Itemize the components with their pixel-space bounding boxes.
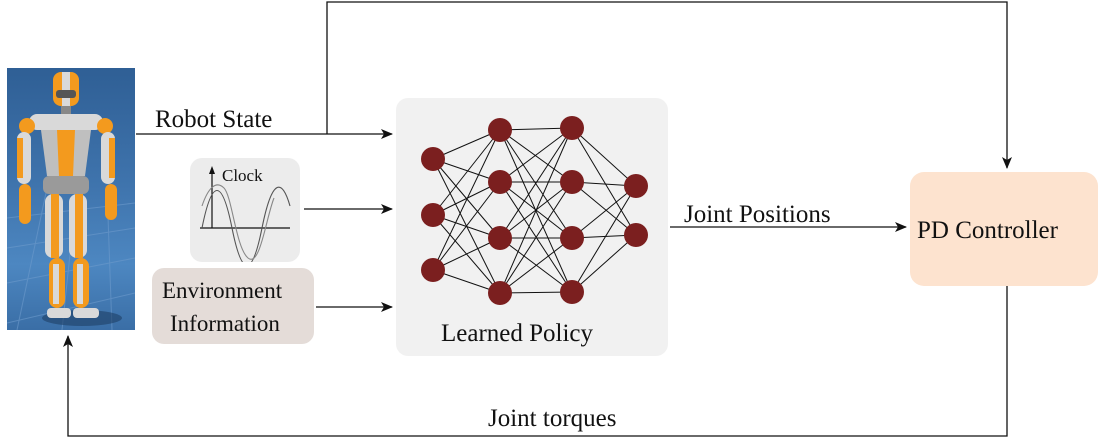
network-edge [432, 129, 501, 216]
pd-controller-label: PD Controller [917, 217, 1058, 244]
network-neuron [488, 281, 512, 305]
network-neuron [624, 223, 648, 247]
network-edge [499, 237, 573, 294]
network-neuron [560, 170, 584, 194]
network-edge [499, 127, 573, 131]
network-neuron [560, 280, 584, 304]
network-edge [499, 129, 573, 239]
clock-box [190, 158, 300, 262]
network-neuron [421, 258, 445, 282]
neural-network [421, 116, 648, 305]
network-neuron [421, 147, 445, 171]
network-edge [499, 127, 573, 294]
network-edge [499, 127, 573, 239]
network-edge [432, 181, 501, 216]
network-edge [571, 185, 637, 293]
robot-illustration [7, 72, 135, 330]
joint-torques-label: Joint torques [488, 405, 617, 432]
network-neuron [560, 226, 584, 250]
environment-box [152, 268, 314, 344]
network-edge [432, 129, 501, 160]
environment-label-line2: Information [170, 311, 280, 336]
joint-positions-label: Joint Positions [684, 201, 831, 228]
robot-state-feedforward-line [326, 1, 1012, 169]
learned-policy-box [396, 98, 668, 356]
clock-label: Clock [222, 166, 263, 185]
network-neuron [624, 174, 648, 198]
environment-label-line1: Environment [162, 278, 283, 303]
network-neuron [421, 203, 445, 227]
network-edge [499, 291, 573, 294]
network-edge [571, 185, 637, 239]
network-neuron [488, 226, 512, 250]
network-edge [499, 129, 573, 183]
pd-controller-box [910, 172, 1098, 286]
network-edge [432, 181, 501, 271]
network-neuron [560, 116, 584, 140]
network-neuron [488, 170, 512, 194]
robot-image [7, 68, 135, 330]
network-edge [571, 127, 637, 187]
network-edge [499, 181, 573, 294]
network-edge [499, 127, 573, 183]
joint-torques-arrow [63, 286, 1008, 437]
learned-policy-label: Learned Policy [441, 320, 594, 347]
network-edge [432, 237, 501, 271]
network-edge [571, 127, 637, 236]
clock-signal-icon [200, 166, 291, 262]
network-edge [571, 181, 637, 236]
network-edge [571, 234, 637, 293]
network-neuron [488, 118, 512, 142]
robot-state-label: Robot State [155, 106, 273, 133]
network-edge [432, 129, 501, 271]
